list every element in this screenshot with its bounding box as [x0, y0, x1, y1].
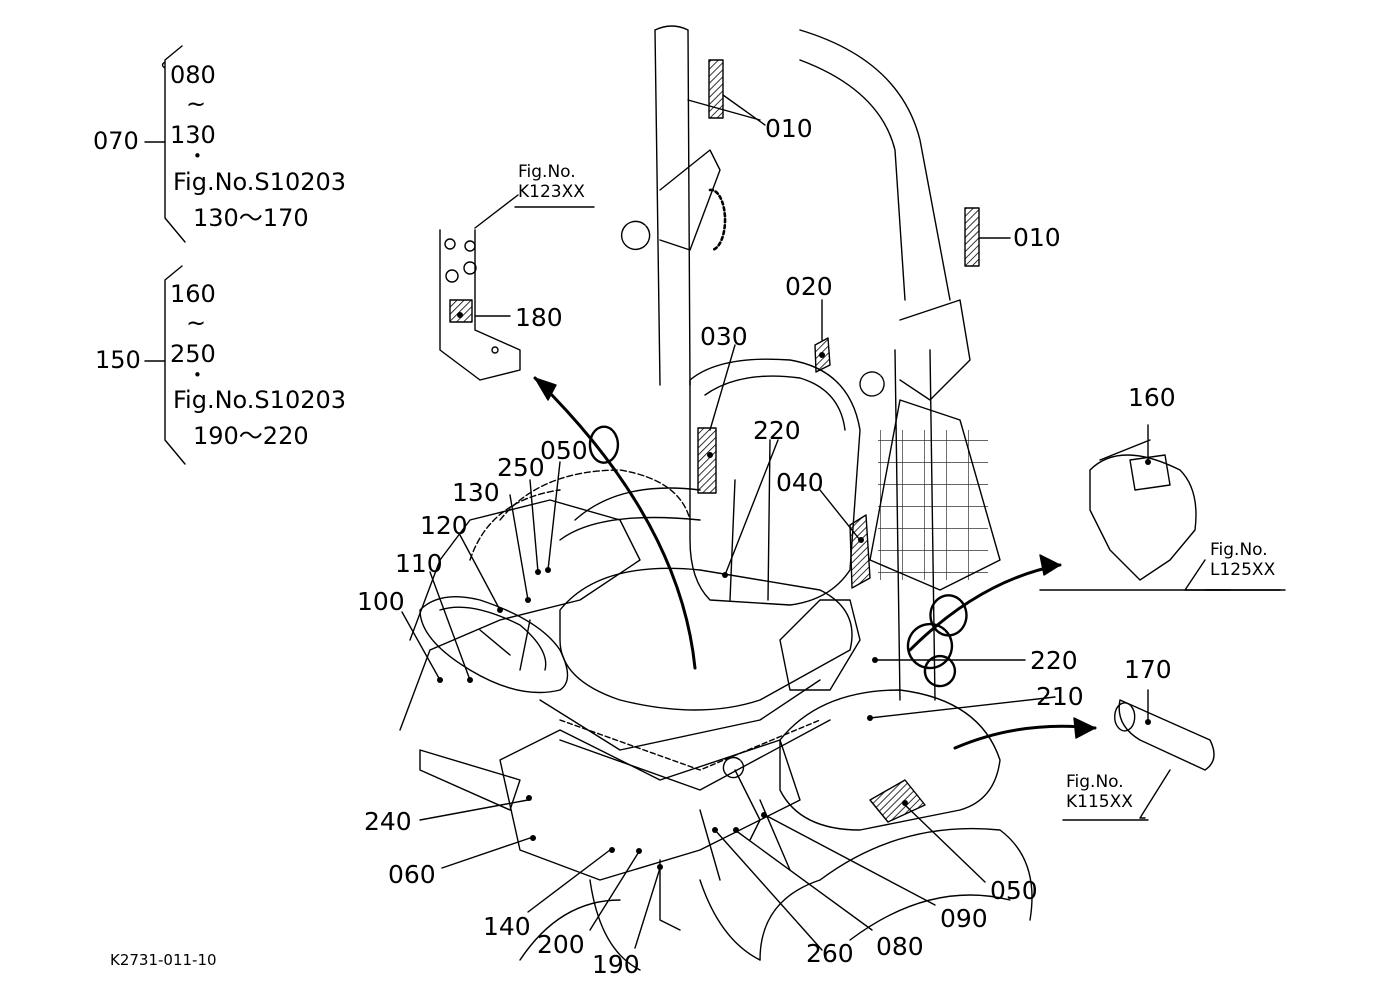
seat-cushion: [559, 567, 853, 711]
callout-250: 250: [497, 453, 545, 482]
callout-130: 130: [452, 478, 500, 507]
callout-010-right: 010: [1013, 223, 1061, 252]
decal-010b: [964, 207, 980, 267]
seat-rail: [539, 679, 831, 791]
callout-160: 160: [1128, 383, 1176, 412]
callout-140: 140: [483, 912, 531, 941]
callout-090: 090: [940, 904, 988, 933]
callout-210: 210: [1036, 682, 1084, 711]
group-range: 130～170: [193, 204, 309, 232]
callout-180: 180: [515, 303, 563, 332]
dashboard: [399, 499, 641, 731]
figref-line1: Fig.No.: [1210, 540, 1268, 560]
group-name: 150: [95, 346, 141, 374]
decal-050b: [869, 779, 926, 823]
armrest-right: [779, 599, 861, 691]
group-ref: Fig.No.S10203: [173, 168, 347, 196]
figref-l125xx: Fig.No. L125XX: [1210, 540, 1275, 581]
figref-line1: Fig.No.: [1066, 772, 1124, 792]
drawing-code: K2731-011-10: [110, 951, 217, 969]
floor-panel: [499, 729, 801, 881]
steering-wheel: [419, 595, 569, 694]
group-name: 070: [93, 127, 139, 155]
figref-line2: K123XX: [518, 182, 585, 203]
part-160: [1089, 454, 1197, 581]
bracket-150: [164, 265, 186, 465]
bracket-180: [439, 229, 521, 381]
group-from: 160: [170, 280, 216, 308]
callout-200: 200: [537, 930, 585, 959]
callout-120: 120: [420, 511, 468, 540]
callout-220-right: 220: [1030, 646, 1078, 675]
callout-190: 190: [592, 950, 640, 979]
part-170: [1118, 699, 1215, 771]
group-sep: ~: [186, 309, 207, 337]
figref-line2: L125XX: [1210, 560, 1276, 581]
figref-line2: K115XX: [1066, 792, 1133, 813]
seat-back: [689, 358, 861, 606]
group-from: 080: [170, 61, 216, 89]
bracket-070: [164, 45, 186, 243]
group-dot: •: [193, 147, 202, 165]
decal-040: [849, 514, 871, 589]
callout-170: 170: [1124, 655, 1172, 684]
callout-010-upper: 010: [765, 114, 813, 143]
callout-100: 100: [357, 587, 405, 616]
figref-k115xx: Fig.No. K115XX: [1066, 772, 1133, 813]
callout-240: 240: [364, 807, 412, 836]
callout-020: 020: [785, 272, 833, 301]
callout-220-seat: 220: [753, 416, 801, 445]
group-sep: ~: [186, 90, 207, 118]
group-to: 250: [170, 340, 216, 368]
group-dot: •: [193, 366, 202, 384]
group-to: 130: [170, 121, 216, 149]
arrow-to-160: [908, 563, 1062, 652]
figref-line1: Fig.No.: [518, 162, 576, 182]
arrow-to-170: [953, 724, 1097, 750]
callout-040: 040: [776, 468, 824, 497]
callout-050-upper: 050: [540, 436, 588, 465]
callout-080: 080: [876, 932, 924, 961]
fender-right: [779, 689, 1001, 831]
callout-060: 060: [388, 860, 436, 889]
callout-110: 110: [395, 549, 443, 578]
callout-260: 260: [806, 939, 854, 968]
rops-frame: [654, 25, 691, 386]
figref-k123xx: Fig.No. K123XX: [518, 162, 585, 203]
decal-010a: [708, 59, 724, 119]
callout-050-lower: 050: [990, 876, 1038, 905]
arrow-to-180: [533, 376, 697, 670]
group-ref: Fig.No.S10203: [173, 386, 347, 414]
lever: [722, 756, 761, 841]
decal-030: [697, 427, 717, 494]
callout-030: 030: [700, 322, 748, 351]
group-range: 190～220: [193, 422, 309, 450]
